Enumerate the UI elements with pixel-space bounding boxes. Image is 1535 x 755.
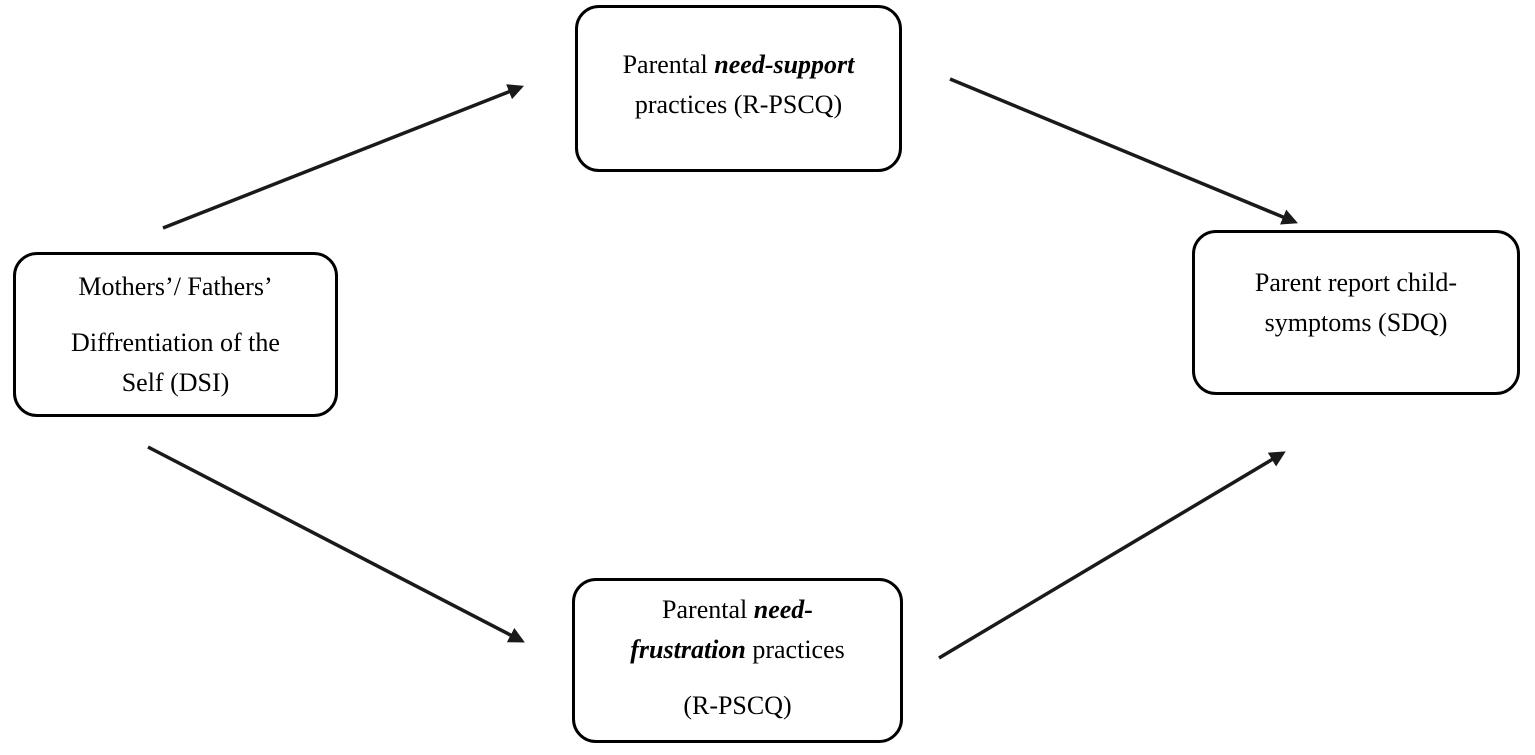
arrow-dsi-to-frustration: [147, 445, 525, 643]
node-text-segment: Self (DSI): [121, 367, 230, 397]
arrow-dsi-to-support: [162, 84, 524, 230]
node-text-line: symptoms (SDQ): [1265, 303, 1448, 343]
node-text-line: Mothers’/ Fathers’: [78, 267, 272, 307]
arrow-support-to-symptoms: [949, 77, 1298, 225]
node-text-segment: Mothers’/ Fathers’: [78, 271, 273, 301]
node-text-line: Parental need-: [662, 590, 813, 630]
node-parental-need-frustration: Parental need- frustration practices (R-…: [572, 578, 903, 743]
node-text-segment: practices: [745, 634, 845, 664]
node-text-line: practices (R-PSCQ): [635, 85, 842, 125]
node-text-segment-emphasis: frustration: [630, 634, 746, 664]
node-differentiation-of-self: Mothers’/ Fathers’ Diffrentiation of the…: [13, 252, 338, 417]
arrow-frustration-to-symptoms: [938, 451, 1286, 660]
node-text-segment: Diffrentiation of the: [71, 327, 280, 357]
node-text-line: Parent report child-: [1255, 263, 1457, 303]
node-text-segment: Parental: [662, 594, 754, 624]
node-text-segment: symptoms (SDQ): [1264, 307, 1448, 337]
node-text-segment: practices (R-PSCQ): [634, 89, 843, 119]
node-text-segment-emphasis: need-: [753, 594, 813, 624]
node-text-line: Diffrentiation of the: [71, 323, 280, 363]
node-text-line: frustration practices: [630, 630, 845, 670]
node-text-line: (R-PSCQ): [683, 686, 791, 726]
node-text-segment-emphasis: need-support: [714, 49, 855, 79]
node-text-segment: (R-PSCQ): [683, 690, 792, 720]
node-parental-need-support: Parental need-support practices (R-PSCQ): [575, 5, 902, 172]
node-text-line: Parental need-support: [623, 45, 855, 85]
node-parent-report-child-symptoms: Parent report child- symptoms (SDQ): [1192, 230, 1520, 395]
node-text-segment: Parental: [622, 49, 715, 79]
node-text-line: Self (DSI): [122, 363, 230, 403]
node-text-segment: Parent report child-: [1254, 267, 1458, 297]
